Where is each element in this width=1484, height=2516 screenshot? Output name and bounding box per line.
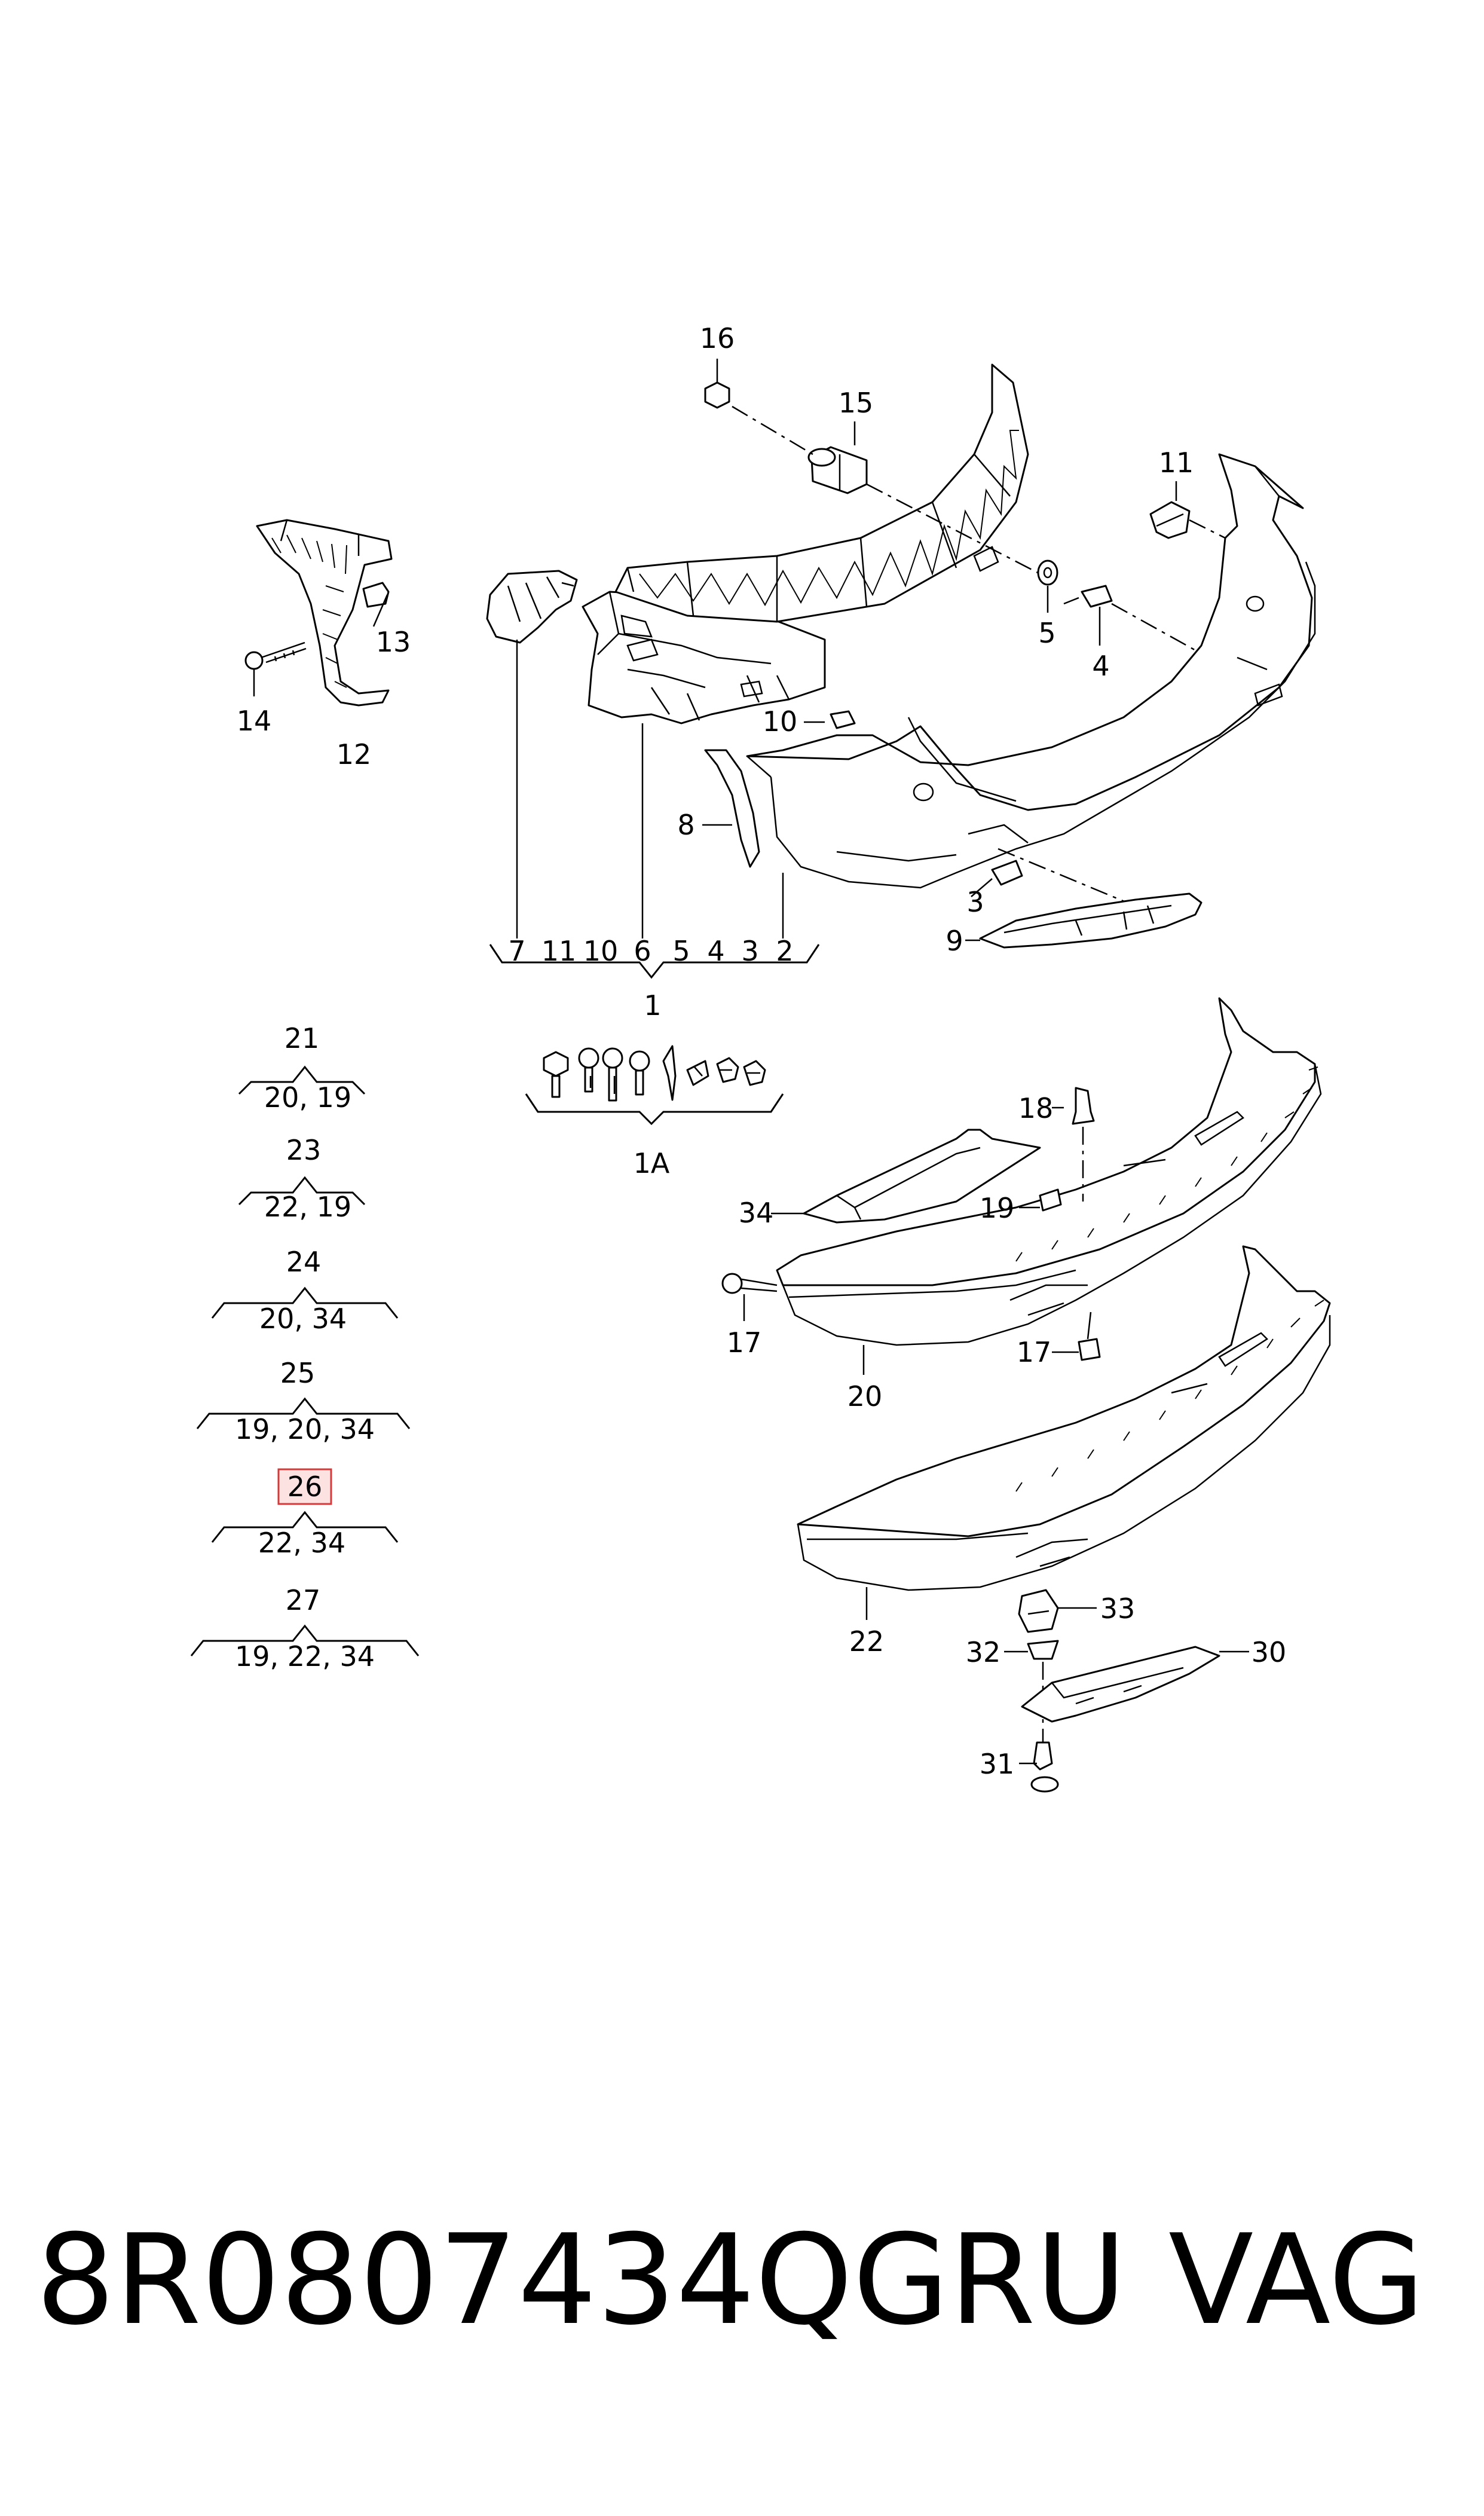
group-27-brace xyxy=(190,1624,420,1656)
clip-part-10 xyxy=(804,710,856,729)
group-23-bottom: 22, 19 xyxy=(264,1191,351,1223)
group-23-brace xyxy=(238,1176,366,1206)
clip-part-18 xyxy=(1052,1087,1095,1125)
group-26-brace xyxy=(211,1511,399,1543)
group-1-item-5: 5 xyxy=(672,935,690,967)
callout-12: 12 xyxy=(336,738,372,771)
screw-part-17-right xyxy=(1052,1312,1101,1361)
carrier-part-6 xyxy=(582,591,826,938)
callout-19: 19 xyxy=(980,1192,1015,1224)
group-1-item-10: 10 xyxy=(583,935,619,967)
bumper-cover-part-2 xyxy=(746,453,1316,938)
assembly-line-9 xyxy=(998,848,1142,910)
group-1-item-6: 6 xyxy=(634,935,651,967)
group-1-label: 1 xyxy=(644,989,661,1022)
assembly-line-16 xyxy=(732,405,1041,575)
part-number: 8R0807434QGRU xyxy=(36,2208,1127,2353)
clip-part-19 xyxy=(1019,1188,1062,1212)
callout-11: 11 xyxy=(1159,447,1194,479)
callout-4: 4 xyxy=(1092,650,1109,682)
bolt-part-4 xyxy=(1063,585,1113,646)
group-25-bottom: 19, 20, 34 xyxy=(235,1413,375,1445)
group-21-top: 21 xyxy=(284,1022,320,1054)
group-1-item-4: 4 xyxy=(707,935,724,967)
bolt-part-31 xyxy=(1019,1741,1059,1793)
screw-part-17-left xyxy=(721,1273,778,1321)
group-27-bottom: 19, 22, 34 xyxy=(235,1640,375,1673)
assembly-line-11 xyxy=(1189,519,1232,542)
washer-part-5 xyxy=(1037,560,1058,613)
nut-part-16 xyxy=(704,359,730,409)
bracket-part-12 xyxy=(256,519,393,707)
group-27-top: 27 xyxy=(286,1584,321,1616)
group-25-top: 25 xyxy=(280,1357,316,1389)
group-24-brace xyxy=(211,1286,399,1319)
group-1-item-7: 7 xyxy=(508,935,525,967)
brand-name: VAG xyxy=(1168,2208,1425,2353)
callout-3: 3 xyxy=(966,886,984,918)
clip-part-33 xyxy=(1018,1589,1097,1633)
group-1-item-11: 11 xyxy=(541,935,577,967)
callout-34: 34 xyxy=(739,1197,774,1229)
callout-16: 16 xyxy=(700,322,735,354)
highlight-box-26 xyxy=(277,1468,332,1505)
trim-part-34 xyxy=(771,1129,1041,1224)
callout-9: 9 xyxy=(946,925,963,957)
group-26-top: 26 xyxy=(287,1471,323,1503)
callout-33: 33 xyxy=(1100,1592,1136,1625)
callout-18: 18 xyxy=(1018,1092,1054,1124)
callout-8: 8 xyxy=(677,809,694,841)
absorber-beam xyxy=(614,363,1029,638)
cover-part-30 xyxy=(1021,1646,1249,1723)
group-1-brace xyxy=(489,944,820,979)
hardware-set-1A xyxy=(543,1045,766,1102)
group-24-bottom: 20, 34 xyxy=(259,1303,347,1335)
part-number-footer: 8R0807434QGRU VAG xyxy=(36,2212,1458,2349)
clip-part-13 xyxy=(362,582,390,627)
callout-13: 13 xyxy=(376,626,411,658)
group-25-brace xyxy=(196,1397,411,1429)
callout-32: 32 xyxy=(966,1636,1001,1668)
spacer-part-15 xyxy=(807,421,868,494)
callout-5: 5 xyxy=(1038,617,1055,649)
callout-31: 31 xyxy=(980,1748,1015,1780)
mount-part-7 xyxy=(486,570,578,938)
group-1-item-2: 2 xyxy=(776,935,793,967)
callout-17-right: 17 xyxy=(1017,1336,1052,1368)
reflector-part-9 xyxy=(965,892,1203,949)
group-1-item-3: 3 xyxy=(741,935,758,967)
callout-30: 30 xyxy=(1252,1636,1287,1668)
group-21-bottom: 20, 19 xyxy=(264,1081,351,1114)
callout-22: 22 xyxy=(849,1625,885,1658)
callout-20: 20 xyxy=(847,1380,883,1413)
group-1A-brace xyxy=(525,1093,784,1126)
group-1A-label: 1A xyxy=(634,1147,670,1179)
strip-part-8 xyxy=(702,749,760,868)
group-21-brace xyxy=(238,1065,366,1095)
group-23-top: 23 xyxy=(286,1134,322,1166)
washer-part-32 xyxy=(1004,1640,1059,1660)
screw-part-14 xyxy=(244,641,307,696)
group-24-top: 24 xyxy=(286,1246,322,1278)
callout-15: 15 xyxy=(839,387,874,419)
group-26-bottom: 22, 34 xyxy=(258,1527,345,1559)
callout-14: 14 xyxy=(237,705,272,737)
callout-10: 10 xyxy=(763,705,798,738)
clip-part-3 xyxy=(971,860,1023,897)
diffuser-part-20 xyxy=(776,997,1322,1375)
diffuser-part-22 xyxy=(797,1245,1331,1620)
clip-part-11 xyxy=(1149,481,1191,539)
callout-17-left: 17 xyxy=(727,1326,762,1359)
